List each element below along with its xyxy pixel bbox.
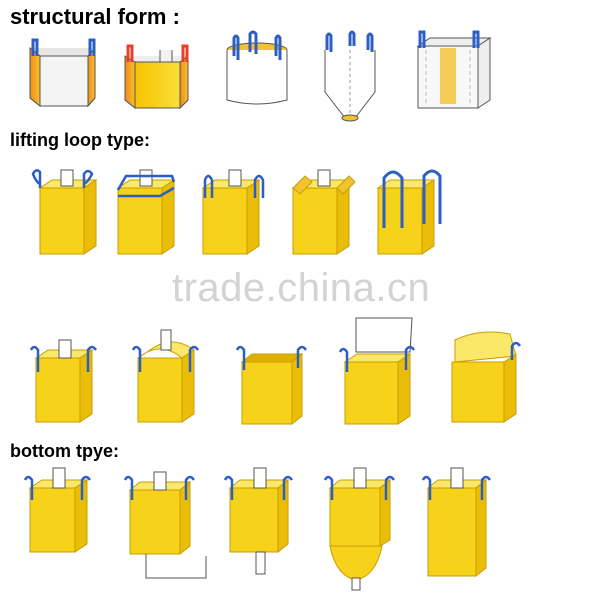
conical-bottom-bag [323, 467, 396, 591]
top-skirt-bag [451, 331, 522, 423]
cross-corner-loop-bag [31, 169, 98, 255]
structural-form-conical [324, 30, 376, 122]
spout-top-corner-loop-bag [29, 339, 98, 423]
discharge-spout-bag [223, 467, 294, 575]
watermark: trade.china.cn [172, 266, 431, 310]
bottom-type-heading: bottom tpye: [10, 441, 119, 461]
flat-bottom-bag [23, 467, 92, 553]
side-seam-loop-bag [116, 169, 176, 255]
sleeve-lift-bag [291, 169, 356, 255]
open-top-bag [235, 345, 308, 426]
bottom-skirt-bag [123, 471, 207, 579]
structural-form-u-panel [29, 38, 96, 108]
structural-form-heading: structural form : [10, 4, 180, 29]
skirt-top-open-bag [338, 317, 416, 425]
structural-form-four-panel [124, 44, 189, 110]
lifting-loop-type-heading: lifting loop type: [10, 130, 150, 150]
duffle-top-bag [131, 329, 200, 423]
tall-spout-bag [421, 467, 492, 578]
two-loop-bag [376, 169, 442, 255]
structural-form-tubular [226, 30, 288, 105]
structural-form-baffle [416, 30, 492, 109]
corner-loop-bag [201, 169, 265, 255]
